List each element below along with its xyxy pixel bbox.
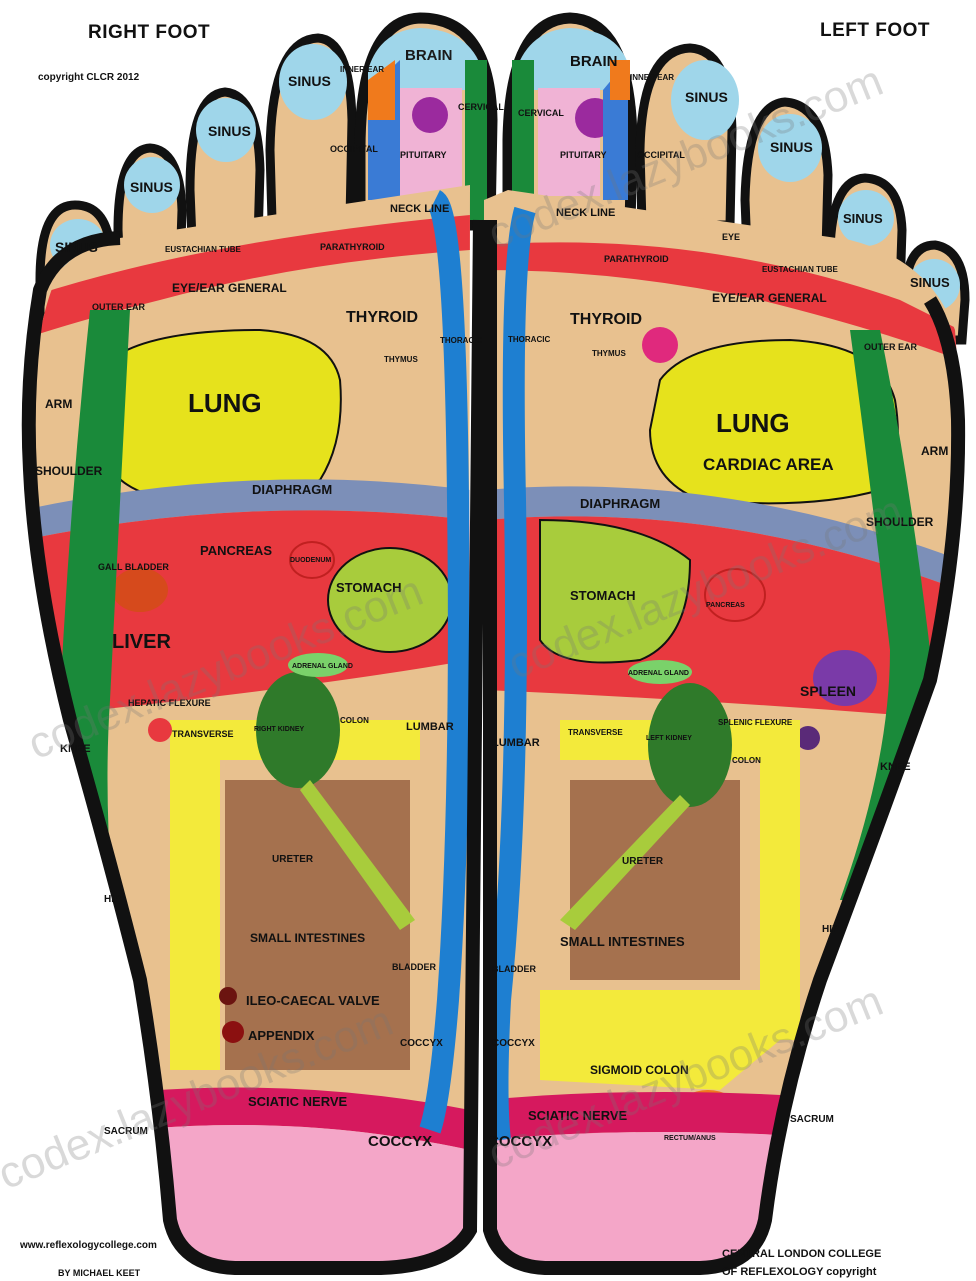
label-l-outer-ear: OUTER EAR <box>864 342 918 352</box>
label-l-pituitary: PITUITARY <box>560 150 607 160</box>
label-r-right-kidney: RIGHT KIDNEY <box>254 726 305 733</box>
footer-college-1: CENTRAL LONDON COLLEGE <box>722 1248 881 1260</box>
label-r-shoulder: SHOULDER <box>35 464 103 478</box>
label-r-brain: BRAIN <box>405 47 453 64</box>
label-r-coccyx: COCCYX <box>368 1133 432 1150</box>
label-r-sinus-3: SINUS <box>208 123 251 139</box>
label-r-transverse: TRANSVERSE <box>172 729 234 739</box>
label-l-adrenal: ADRENAL GLAND <box>628 670 689 677</box>
label-l-colon: COLON <box>732 756 761 765</box>
label-r-cervical: CERVICAL <box>458 102 504 112</box>
label-r-inner-ear: INNER EAR <box>340 65 384 74</box>
label-r-liver: LIVER <box>112 631 171 653</box>
label-r-diaphragm: DIAPHRAGM <box>252 482 332 497</box>
label-l-thymus: THYMUS <box>592 349 626 358</box>
label-l-spleen: SPLEEN <box>800 683 856 699</box>
label-r-sinus-4: SINUS <box>130 179 173 195</box>
label-l-small-intestines: SMALL INTESTINES <box>560 934 685 949</box>
label-l-sacrum: SACRUM <box>790 1114 834 1125</box>
label-l-sinus-5: SINUS <box>910 275 950 290</box>
label-l-brain: BRAIN <box>570 53 618 70</box>
right-pituitary-dot <box>412 97 448 133</box>
label-r-ureter: URETER <box>272 854 314 865</box>
label-l-lumbar: LUMBAR <box>492 737 540 749</box>
label-l-diaphragm: DIAPHRAGM <box>580 496 660 511</box>
label-l-ureter: URETER <box>622 856 664 867</box>
label-r-gall-bladder: GALL BLADDER <box>98 562 169 572</box>
label-r-arm: ARM <box>45 397 72 411</box>
footer-website: www.reflexologycollege.com <box>20 1240 157 1251</box>
label-l-hip: HIP <box>822 924 839 935</box>
label-l-splenic: SPLENIC FLEXURE <box>718 718 793 727</box>
label-l-knee: KNEE <box>880 761 911 773</box>
label-r-small-intestines: SMALL INTESTINES <box>250 931 365 945</box>
label-r-eustachian: EUSTACHIAN TUBE <box>165 245 242 254</box>
label-l-cervical: CERVICAL <box>518 108 564 118</box>
label-l-coccyx-small: COCCYX <box>492 1038 535 1049</box>
label-l-eye-ear: EYE/EAR GENERAL <box>712 291 827 305</box>
footer-college-2: OF REFLEXOLOGY copyright <box>722 1266 876 1278</box>
label-r-sinus-2: SINUS <box>288 73 331 89</box>
label-l-eustachian: EUSTACHIAN TUBE <box>762 265 839 274</box>
label-r-neck-line: NECK LINE <box>390 203 449 215</box>
label-l-sinus-2: SINUS <box>685 89 728 105</box>
label-r-coccyx-small: COCCYX <box>400 1038 443 1049</box>
label-l-sinus-4: SINUS <box>843 211 883 226</box>
label-r-bladder: BLADDER <box>392 962 436 972</box>
label-r-parathyroid: PARATHYROID <box>320 242 385 252</box>
label-l-thyroid: THYROID <box>570 311 642 328</box>
label-l-thoracic: THORACIC <box>508 335 550 344</box>
label-l-inner-ear: INNER EAR <box>630 73 674 82</box>
label-l-arm: ARM <box>921 444 948 458</box>
label-l-left-kidney: LEFT KIDNEY <box>646 735 692 742</box>
label-r-hip: HIP <box>104 894 121 905</box>
label-l-bladder: BLADDER <box>492 964 536 974</box>
label-l-lung: LUNG <box>716 408 790 438</box>
label-l-cardiac: CARDIAC AREA <box>703 455 834 474</box>
label-r-pituitary: PITUITARY <box>400 150 447 160</box>
label-r-lung: LUNG <box>188 388 262 418</box>
label-l-transverse: TRANSVERSE <box>568 728 623 737</box>
label-r-colon: COLON <box>340 716 369 725</box>
label-r-thyroid: THYROID <box>346 309 418 326</box>
label-l-rectum: RECTUM/ANUS <box>664 1135 716 1142</box>
label-r-sinus-5: SINUS <box>55 239 98 255</box>
label-r-occipital: OCCIPITAL <box>330 144 378 154</box>
label-r-pancreas: PANCREAS <box>200 543 272 558</box>
label-r-outer-ear: OUTER EAR <box>92 302 146 312</box>
label-r-eye-ear: EYE/EAR GENERAL <box>172 281 287 295</box>
label-r-thoracic: THORACIC <box>440 336 482 345</box>
label-r-thymus: THYMUS <box>384 355 418 364</box>
label-r-lumbar: LUMBAR <box>406 721 454 733</box>
label-l-eye: EYE <box>722 232 740 242</box>
footer-author: BY MICHAEL KEET <box>58 1268 140 1278</box>
label-r-duodenum: DUODENUM <box>290 557 331 564</box>
label-l-parathyroid: PARATHYROID <box>604 254 669 264</box>
